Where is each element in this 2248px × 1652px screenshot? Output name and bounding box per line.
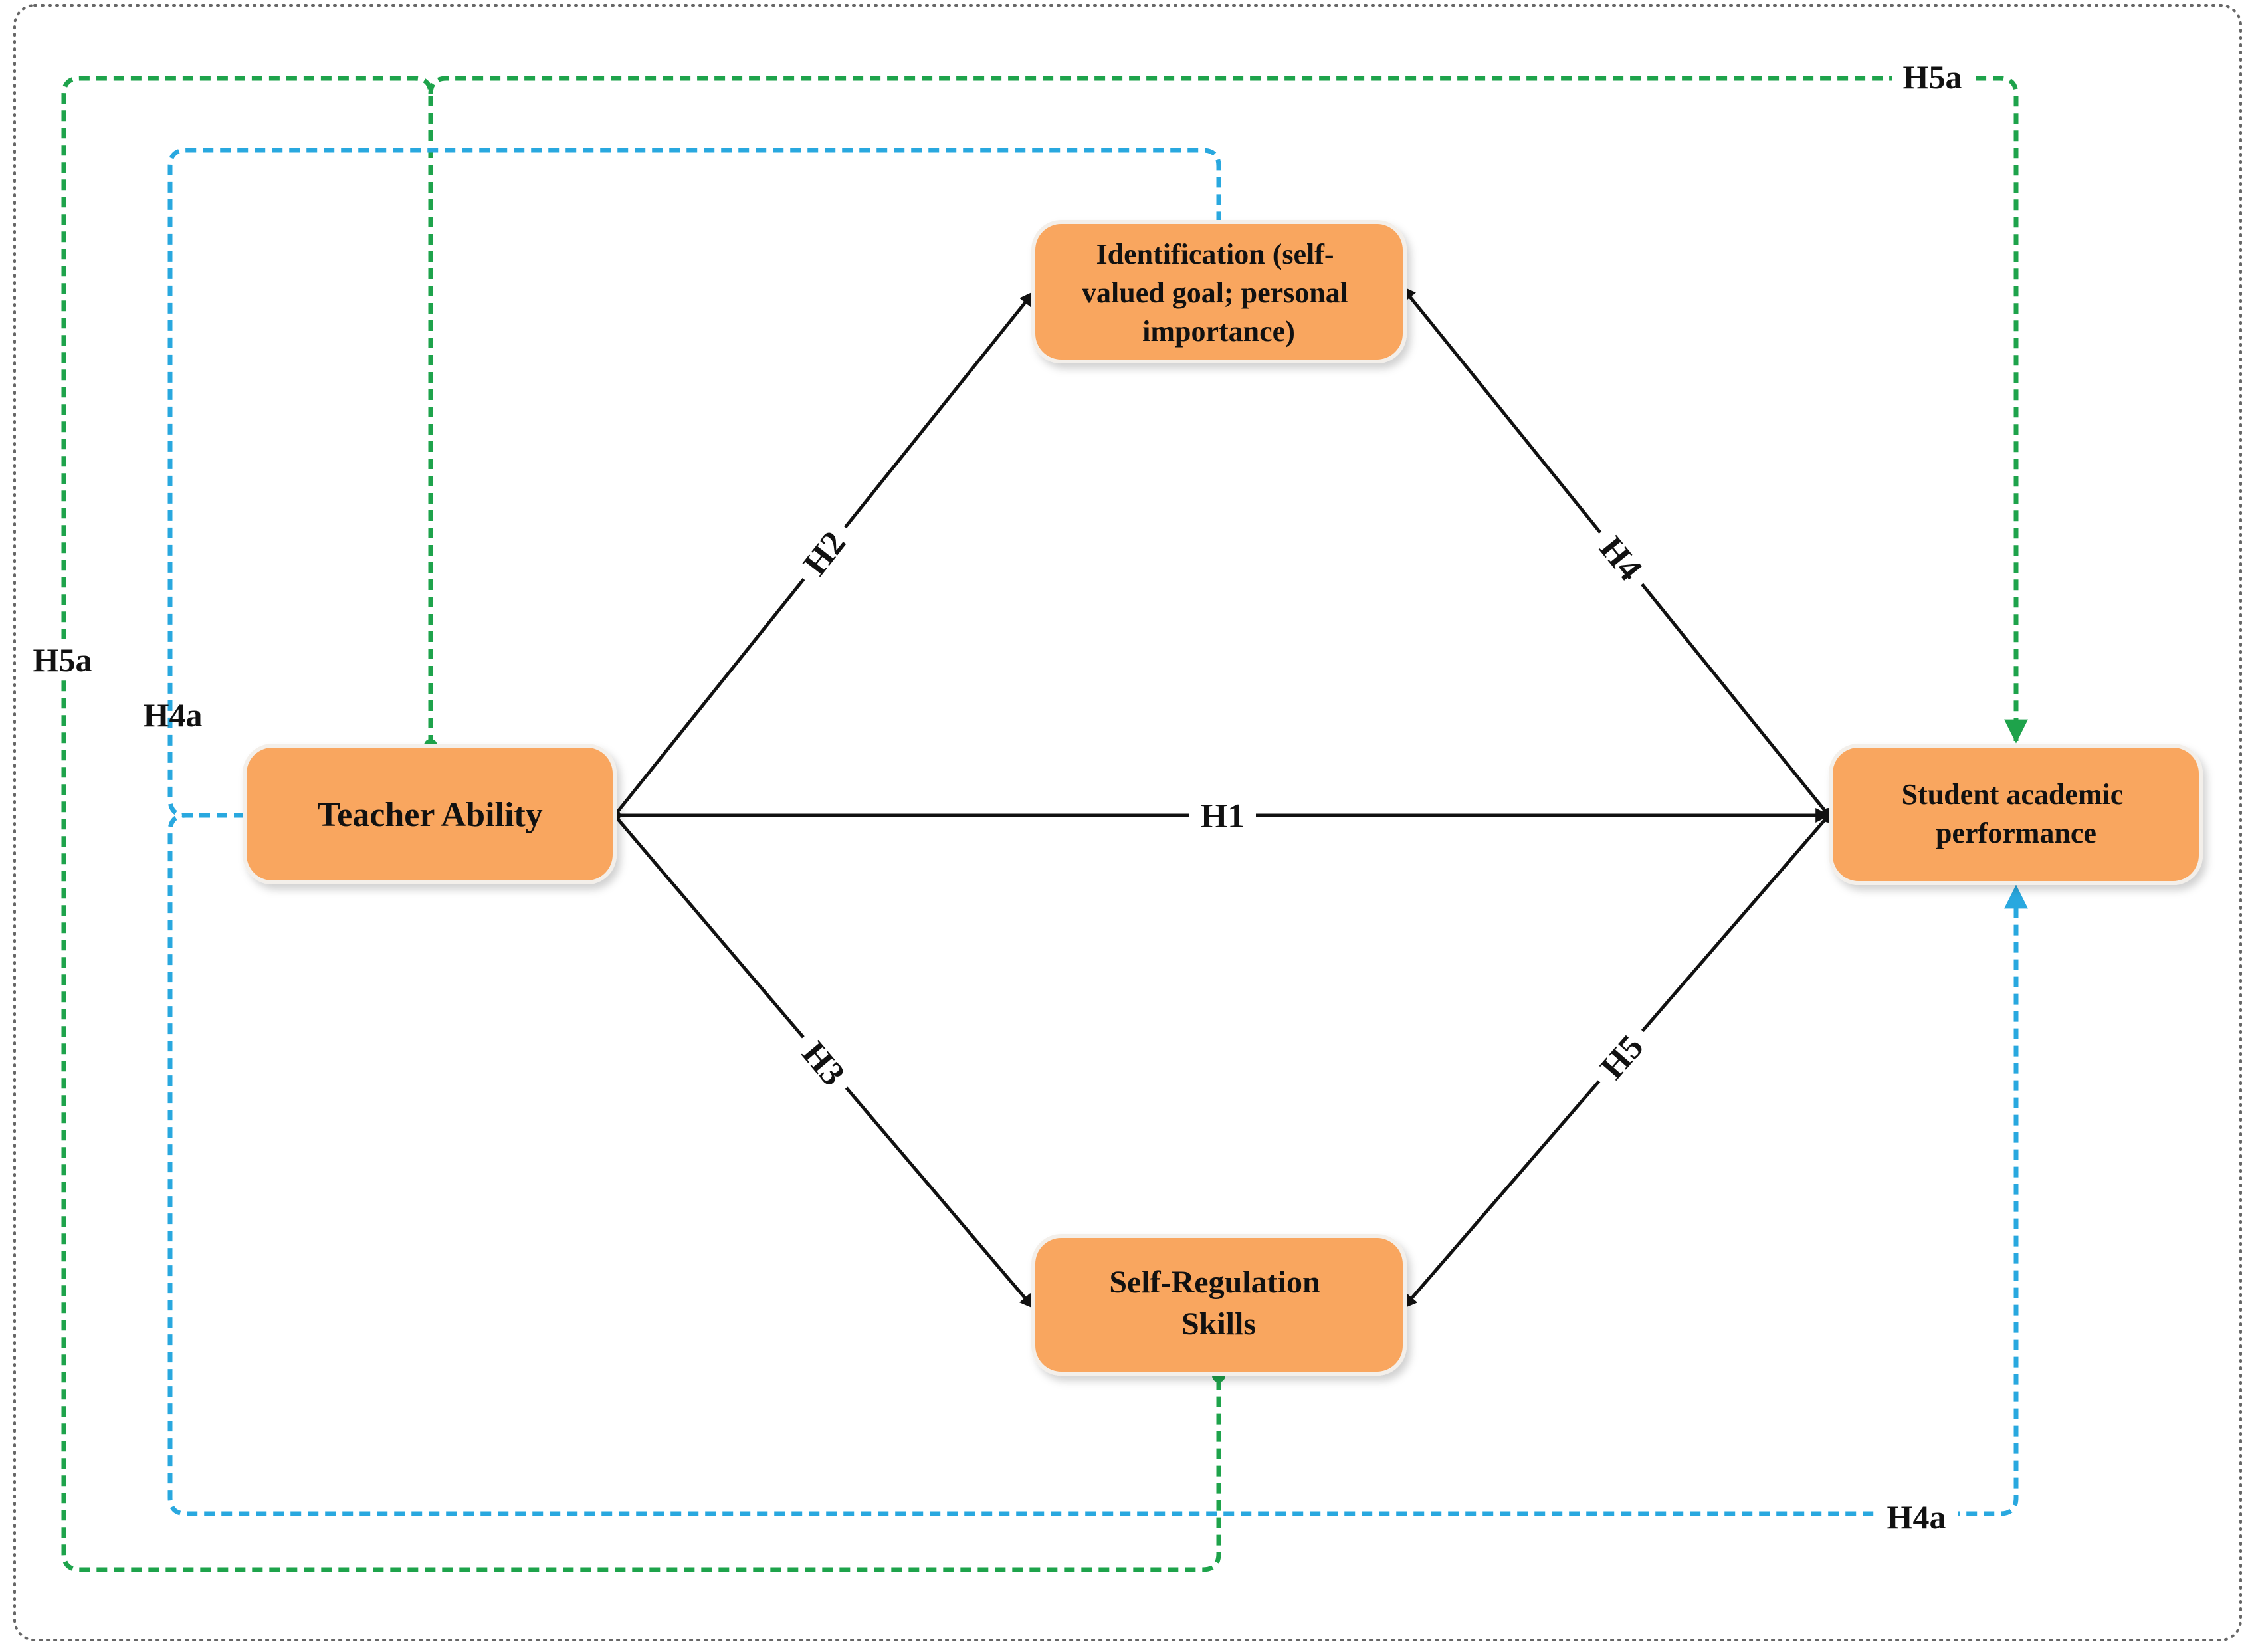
h4a-arrow-to-student-performance	[167, 813, 2028, 1516]
identification-label-line-2: valued goal; personal	[1082, 276, 1348, 309]
teacher-ability-label: Teacher Ability	[317, 796, 542, 834]
diagram-frame	[13, 4, 2242, 1641]
h5a-label-left: H5a	[23, 639, 105, 680]
svg-text:Identification (self- va: Identification (self- valued goal; perso…	[1082, 238, 1356, 348]
h4a-loop-via-identification	[167, 148, 1221, 818]
svg-text:H1: H1	[1201, 797, 1245, 835]
h4a-mediation-path	[167, 148, 2028, 1516]
svg-text:Teacher Ability: Teacher Ability	[317, 796, 542, 834]
self-regulation-label-line-2: Skills	[1181, 1306, 1256, 1342]
svg-text:H4a: H4a	[1887, 1498, 1946, 1536]
self-regulation-node: Self-Regulation Skills	[1031, 1234, 1407, 1376]
h5a-arrow-to-student-performance	[428, 76, 2028, 744]
svg-text:H5a: H5a	[33, 641, 92, 678]
h5a-label-top: H5a	[1892, 57, 1972, 97]
teacher-ability-node: Teacher Ability	[243, 744, 617, 884]
identification-node: Identification (self- valued goal; perso…	[1031, 220, 1407, 363]
identification-label-line-3: importance)	[1142, 315, 1295, 348]
svg-text:Student academic perform: Student academic performance	[1902, 778, 2131, 849]
svg-text:H5a: H5a	[1903, 58, 1962, 96]
identification-label-line-1: Identification (self-	[1096, 238, 1334, 270]
h2-label: H2	[787, 514, 861, 591]
student-performance-label-line-1: Student academic	[1902, 778, 2124, 811]
svg-text:Self-Regulation Skills: Self-Regulation Skills	[1109, 1265, 1328, 1342]
h4a-label-left: H4a	[144, 696, 203, 734]
student-performance-label-line-2: performance	[1936, 817, 2096, 849]
h4-label: H4	[1585, 520, 1658, 597]
student-performance-node: Student academic performance	[1829, 744, 2203, 885]
h1-label: H1	[1189, 796, 1256, 835]
svg-text:H4a: H4a	[144, 696, 203, 734]
h5a-mediation-path	[61, 76, 2028, 1572]
self-regulation-label-line-1: Self-Regulation	[1109, 1265, 1320, 1300]
h4a-label-bottom: H4a	[1875, 1497, 1958, 1538]
h5a-loop-via-self-regulation	[61, 76, 1221, 1572]
